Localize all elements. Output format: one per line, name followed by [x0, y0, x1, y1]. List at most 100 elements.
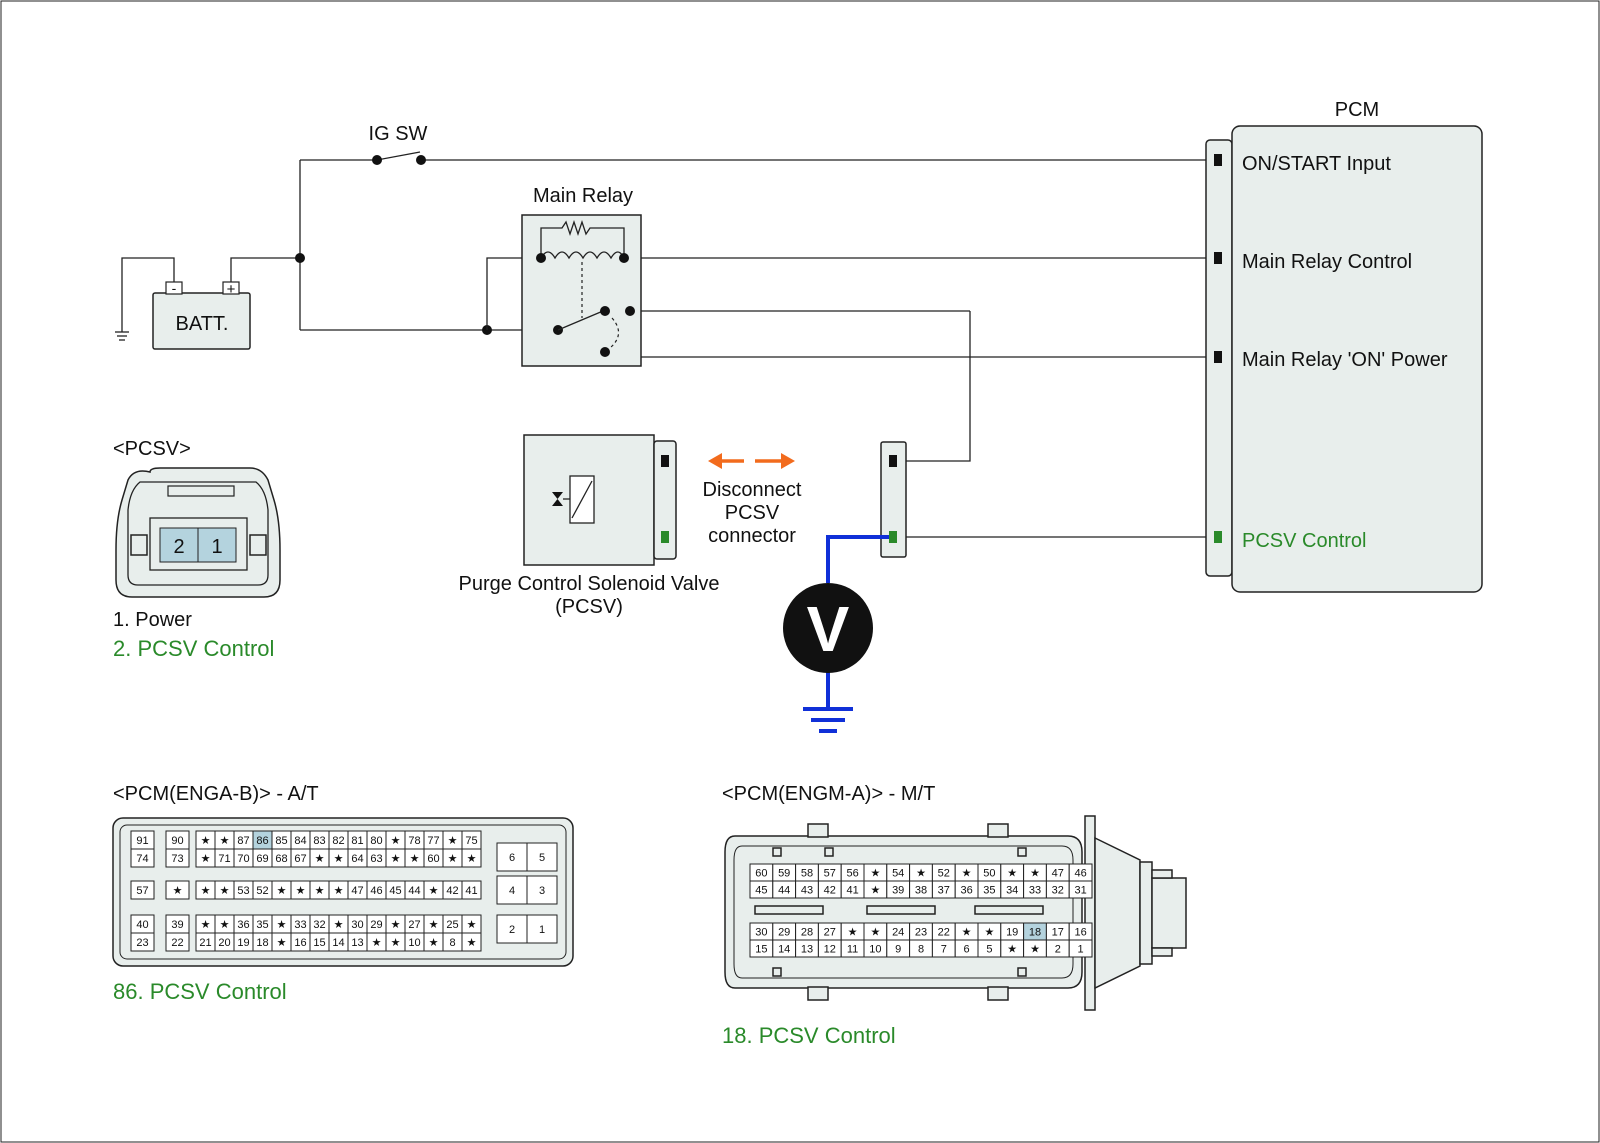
enga-b-pin-label: 77	[427, 835, 439, 847]
enga-b-pin-label: ★	[429, 937, 439, 949]
engm-a-pin-label: 44	[778, 885, 790, 897]
enga-b-pin-label: 41	[465, 885, 477, 897]
enga-b-pin-cell	[461, 880, 482, 900]
disconnect-arrows	[708, 453, 795, 469]
engm-a-pin-label: ★	[1030, 868, 1040, 880]
engm-a-pin-label: ★	[870, 885, 880, 897]
engm-a-pin-label: ★	[962, 927, 972, 939]
ig-sw-label: IG SW	[369, 123, 428, 145]
enga-b-title: <PCM(ENGA-B)> - A/T	[113, 783, 319, 805]
enga-b-pin-cell	[130, 932, 155, 952]
enga-b-pin-label: 33	[294, 919, 306, 931]
engm-a-pin-label: 24	[892, 927, 904, 939]
engm-a-pin-label: 32	[1052, 885, 1064, 897]
engm-a-pin-label: 35	[983, 885, 995, 897]
enga-b-pin-label: ★	[391, 835, 401, 847]
enga-b-pin-cell	[165, 932, 190, 952]
enga-b-pin-label: 47	[351, 885, 363, 897]
enga-b-pin-label: 16	[294, 937, 306, 949]
enga-b-pin-label: 36	[237, 919, 249, 931]
enga-b-pin-label: 40	[136, 919, 148, 931]
engm-a-pin-label: 57	[824, 868, 836, 880]
enga-b-pin-label: 44	[408, 885, 420, 897]
pcm-pin-main-relay-on-power	[1214, 351, 1222, 363]
battery-positive-label: +	[227, 281, 236, 298]
enga-b-pin-label: 18	[256, 937, 268, 949]
enga-b-pin-label: 46	[370, 885, 382, 897]
pcsv-connector-face: 2 1	[115, 467, 281, 598]
pcm-label: PCM	[1335, 99, 1379, 121]
enga-b-pin-cell	[526, 842, 558, 872]
engm-a-pin-label: 13	[801, 944, 813, 956]
enga-b-pin-label: ★	[220, 919, 230, 931]
engm-a-pin-label: 45	[755, 885, 767, 897]
enga-b-pin-label: ★	[448, 853, 458, 865]
engm-a-pin-label: 1	[1078, 944, 1084, 956]
enga-b-pin-label: ★	[315, 853, 325, 865]
enga-b-pin-label: 52	[256, 885, 268, 897]
enga-b-pin-label: ★	[201, 853, 211, 865]
enga-b-pin-label: ★	[467, 919, 477, 931]
engm-a-pin-label: 11	[847, 944, 858, 956]
engm-a-pin-label: 37	[938, 885, 950, 897]
enga-b-pin-label: ★	[277, 885, 287, 897]
engm-a-pin-label: 56	[846, 868, 858, 880]
engm-a-pin-label: 28	[801, 927, 813, 939]
enga-b-pin-label: 14	[332, 937, 344, 949]
enga-b-pin-label: 53	[237, 885, 249, 897]
enga-b-pin-label: 21	[199, 937, 211, 949]
pcm-pin-label-on-start: ON/START Input	[1242, 153, 1391, 175]
enga-b-pin-cell	[496, 875, 528, 905]
enga-b-pin-label: 29	[370, 919, 382, 931]
engm-a-pin-label: 14	[778, 944, 790, 956]
engm-a-pin-label: 8	[918, 944, 924, 956]
engm-a-pin-label: 58	[801, 868, 813, 880]
engm-a-pin-cell	[1068, 939, 1093, 958]
enga-b-pin-label: ★	[296, 885, 306, 897]
enga-b-pin-label: 91	[136, 835, 148, 847]
pcsv-valve-pin-1	[661, 455, 669, 467]
enga-b-pin-cell	[130, 848, 155, 868]
enga-b-pin-label: ★	[277, 937, 287, 949]
enga-b-pin-label: 6	[509, 852, 515, 864]
voltmeter-symbol: V	[807, 593, 850, 665]
enga-b-pin-label: ★	[410, 853, 420, 865]
engm-a-pin-label: 2	[1055, 944, 1061, 956]
engm-a-pin-label: 31	[1074, 885, 1086, 897]
enga-b-pin-label: 68	[275, 853, 287, 865]
enga-b-pin-label: 20	[218, 937, 230, 949]
enga-b-pin-label: ★	[467, 937, 477, 949]
battery-negative-label: -	[172, 280, 177, 296]
enga-b-pin-label: 90	[171, 835, 183, 847]
engm-a-pin-label: 36	[960, 885, 972, 897]
engm-a-pin-label: 6	[964, 944, 970, 956]
enga-b-pin-label: ★	[173, 885, 183, 897]
enga-b-pin-cell	[526, 914, 558, 944]
enga-b-pin-label: 75	[465, 835, 477, 847]
enga-b-pin-label: ★	[448, 835, 458, 847]
engm-a-pin-label: ★	[1007, 944, 1017, 956]
enga-b-pin-label: ★	[277, 919, 287, 931]
enga-b-pin-label: ★	[334, 885, 344, 897]
enga-b-pin-label: 85	[275, 835, 287, 847]
engm-a-pin-label: 39	[892, 885, 904, 897]
enga-b-pin-cell	[165, 848, 190, 868]
engm-a-pin-label: 22	[938, 927, 950, 939]
enga-b-pin-label: 86	[256, 835, 268, 847]
enga-b-pin-label: 22	[171, 937, 183, 949]
pcsv-valve	[523, 434, 677, 566]
enga-b-pin-cell	[461, 932, 482, 952]
engm-a-pin-label: 42	[824, 885, 836, 897]
engm-a-pin-label: 18	[1029, 927, 1041, 939]
main-relay	[521, 214, 642, 367]
engm-a-pin-label: ★	[1030, 944, 1040, 956]
enga-b-pin-label: 32	[313, 919, 325, 931]
pcm-module	[1205, 125, 1483, 593]
pcm-pin-on-start	[1214, 154, 1222, 166]
engm-a-pin-label: ★	[870, 868, 880, 880]
enga-b-pin-label: 39	[171, 919, 183, 931]
engm-a-pin-label: 12	[824, 944, 836, 956]
